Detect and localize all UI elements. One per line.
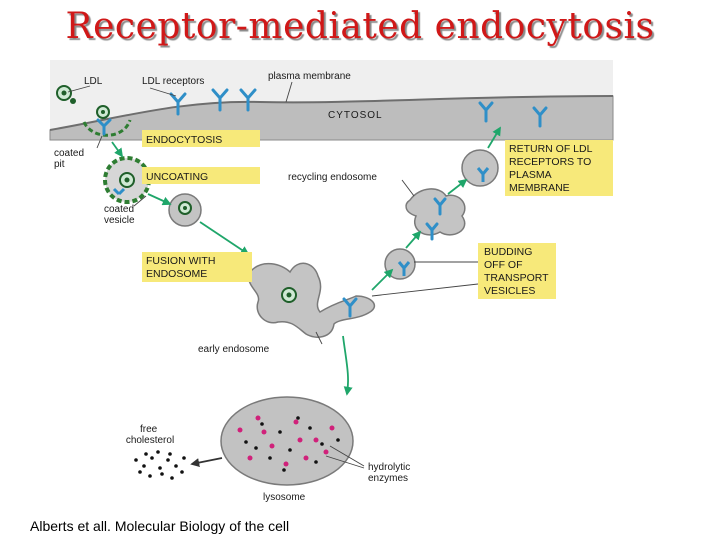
step-box-uncoating: UNCOATING [142,167,260,184]
label-coated-pit: coated pit [54,148,87,170]
ldl-particle [281,287,297,303]
svg-text:FUSION WITH ENDOSOME: FUSION WITH ENDOSOME [146,255,218,280]
arrow-return-to-membrane [487,126,501,149]
ldl-receptor [169,88,548,128]
ldl-particle [96,105,110,119]
arrow-to-recycling [405,230,422,249]
arrow-to-transport [447,178,468,195]
membrane-outline [49,95,614,131]
label-hydrolytic-enzymes: hydrolytic enzymes [368,462,413,484]
arrow-fusion [199,221,250,255]
step-box-fusion: FUSION WITH ENDOSOME [142,252,252,282]
label-recycling-endosome: recycling endosome [288,172,377,183]
svg-text:ENDOCYTOSIS: ENDOCYTOSIS [146,134,222,146]
arrow-uncoating [147,193,172,206]
coated-pit [82,119,132,137]
label-ldl-receptors: LDL receptors [142,76,204,87]
step-box-budding: BUDDING OFF OF TRANSPORT VESICLES [478,243,556,299]
svg-text:BUDDING OFF OF TRA: BUDDING OFF OF TRANSPORT VESICLES [484,246,551,297]
ldl-receptor [425,197,447,241]
arrow-to-lysosome [342,335,353,396]
transport-vesicle [384,248,416,280]
process-arrows [111,126,501,468]
hydrolytic-enzyme-dots [237,415,335,467]
label-early-endosome: early endosome [198,344,270,355]
step-box-return: RETURN OF LDL RECEPTORS TO PLASMA MEMBRA… [505,140,613,196]
label-cytosol: CYTOSOL [328,110,383,121]
early-endosome [248,262,376,338]
ldl-particle [70,98,76,104]
recycling-endosome [405,188,466,236]
svg-text:RETURN OF LDL RECEPTORS: RETURN OF LDL RECEPTORS TO PLASMA MEMBRA… [509,143,595,194]
svg-text:UNCOATING: UNCOATING [146,171,208,183]
step-box-endocytosis: ENDOCYTOSIS [142,130,260,147]
label-plasma-membrane: plasma membrane [268,71,351,82]
label-ldl: LDL [84,76,103,87]
arrow-cholesterol-release [190,457,223,468]
arrow-endocytosis [111,141,124,158]
label-lysosome: lysosome [263,492,306,503]
label-free-cholesterol: free cholesterol [126,424,174,446]
ldl-particle [56,85,72,101]
arrow-bud-from-endosome [371,268,394,291]
uncoated-vesicle [168,193,202,227]
cholesterol-dots-in-lysosome [244,416,340,472]
citation: Alberts et all. Molecular Biology of the… [30,518,290,534]
ldl-receptor [96,118,112,136]
lysosome [220,396,354,486]
ldl-receptor [342,297,358,318]
transport-vesicle [461,149,499,187]
free-cholesterol-dots [134,450,186,480]
label-coated-vesicle: coated vesicle [104,204,137,226]
diagram-title: Receptor-mediated endocytosis [65,6,655,47]
leader-lines [67,81,480,469]
